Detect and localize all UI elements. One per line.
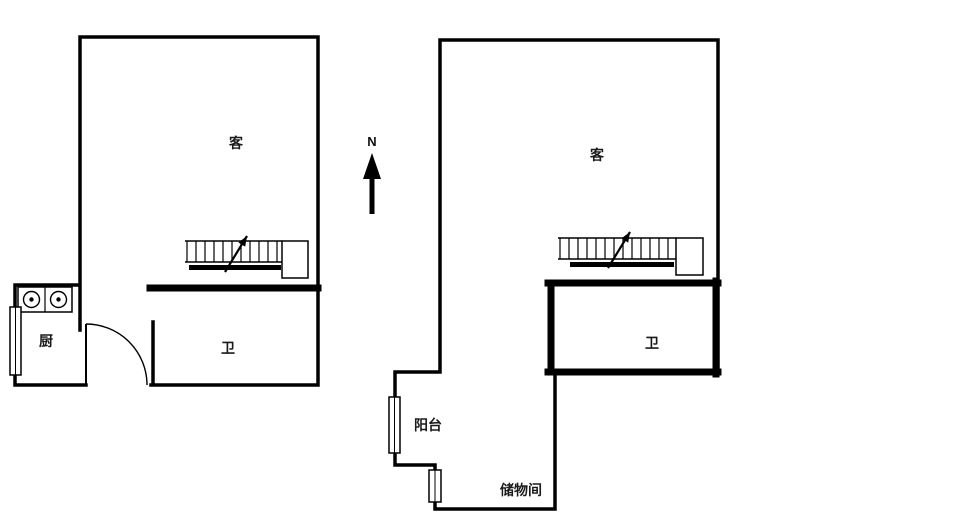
kitchen-window-icon [9, 306, 22, 376]
stair-handrail [189, 265, 281, 270]
right-bathroom-thick-walls [544, 277, 722, 378]
room-label-balcony: 阳台 [414, 417, 442, 433]
stair-handrail [570, 262, 674, 267]
room-label-living-right: 客 [589, 147, 605, 163]
stair-treads [186, 241, 278, 262]
staircase-icon-right [558, 231, 704, 276]
door-arc [85, 323, 148, 386]
right-unit-walls [393, 38, 720, 511]
stair-treads [559, 238, 669, 259]
left-unit-walls [13, 35, 320, 387]
stove-icon [17, 286, 73, 313]
storage-window-icon [428, 469, 442, 503]
burner-right-icon [49, 290, 68, 309]
room-label-bathroom-left: 卫 [221, 340, 235, 356]
stair-direction-arrowhead [621, 232, 630, 243]
burner-left-icon [22, 290, 41, 309]
north-arrow: N [363, 134, 381, 214]
burner-right-center [56, 297, 61, 302]
stair-rails [185, 240, 282, 263]
left-unit: 客 厨 卫 [9, 35, 322, 387]
balcony-window-icon [388, 396, 401, 454]
north-label: N [367, 134, 376, 149]
room-label-bathroom-right: 卫 [645, 335, 659, 351]
room-label-storage: 储物间 [499, 482, 542, 498]
north-arrow-head [363, 153, 381, 179]
staircase-icon-left [185, 235, 309, 279]
room-label-living-left: 客 [228, 135, 244, 151]
stair-rails [558, 237, 676, 260]
stair-landing [281, 240, 309, 279]
stair-direction-arrowhead [238, 236, 247, 247]
right-unit: 客 卫 阳台 储物间 [388, 38, 722, 511]
burner-left-center [29, 297, 34, 302]
stair-landing [675, 237, 704, 276]
entry-door-swing [85, 323, 148, 386]
room-label-kitchen: 厨 [39, 333, 53, 349]
